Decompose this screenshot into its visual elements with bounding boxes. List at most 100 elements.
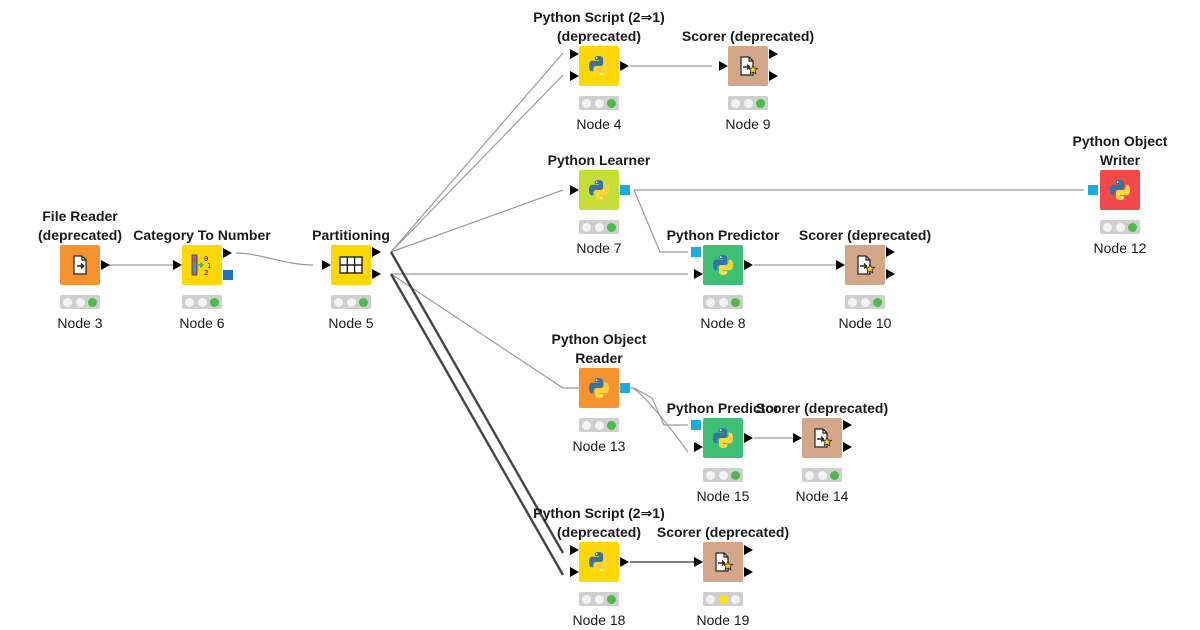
node-title[interactable]: Scorer (deprecated) [678, 27, 818, 46]
data-output-port[interactable] [843, 442, 852, 452]
node-label[interactable]: Node 12 [1093, 240, 1147, 256]
node-body[interactable] [60, 245, 110, 285]
node-connection[interactable] [390, 52, 564, 253]
node-body[interactable] [793, 418, 852, 458]
data-input-port[interactable] [793, 433, 802, 443]
node-connection[interactable] [633, 387, 688, 426]
data-output-port[interactable] [744, 545, 753, 555]
scorer-icon[interactable] [802, 418, 842, 458]
data-output-port[interactable] [886, 269, 895, 279]
node-connection[interactable] [235, 252, 314, 266]
node-label[interactable]: Node 5 [328, 315, 374, 331]
model-output-port[interactable] [223, 270, 233, 280]
node-title[interactable]: File Reader(deprecated) [10, 207, 150, 245]
data-input-port[interactable] [322, 260, 331, 270]
node-body[interactable] [836, 245, 895, 285]
node-label[interactable]: Node 13 [572, 438, 626, 454]
node-body[interactable] [570, 542, 629, 582]
object-output-port[interactable] [620, 383, 630, 393]
data-output-port[interactable] [372, 269, 381, 279]
data-output-port[interactable] [101, 260, 110, 270]
node-label[interactable]: Node 8 [700, 315, 746, 331]
node-body[interactable] [322, 245, 381, 285]
node-title[interactable]: Python Script (2⇒1)(deprecated) [529, 504, 669, 542]
partitioning-icon[interactable] [331, 245, 371, 285]
file-reader-icon[interactable] [60, 245, 100, 285]
data-input-port[interactable] [836, 260, 845, 270]
node-connection[interactable] [390, 273, 689, 453]
node-title[interactable]: Scorer (deprecated) [795, 226, 935, 245]
workflow-node[interactable]: Python Script (2⇒1)(deprecated)Node 18 [529, 505, 669, 628]
node-label[interactable]: Node 10 [838, 315, 892, 331]
workflow-node[interactable]: Scorer (deprecated) Node 10 [795, 227, 935, 331]
workflow-node[interactable]: File Reader(deprecated) Node 3 [10, 208, 150, 331]
python-icon[interactable] [579, 542, 619, 582]
data-output-port[interactable] [744, 567, 753, 577]
node-label[interactable]: Node 19 [696, 612, 750, 628]
node-body[interactable] [719, 46, 778, 86]
python-icon[interactable] [1100, 170, 1140, 210]
python-icon[interactable] [579, 46, 619, 86]
data-output-port[interactable] [372, 247, 381, 257]
data-output-port[interactable] [843, 420, 852, 430]
node-title[interactable]: Python Learner [529, 151, 669, 170]
data-output-port[interactable] [620, 557, 629, 567]
node-label[interactable]: Node 15 [696, 488, 750, 504]
node-connection[interactable] [633, 189, 688, 253]
data-input-port[interactable] [694, 442, 703, 452]
node-title[interactable]: Scorer (deprecated) [752, 399, 892, 418]
scorer-icon[interactable] [703, 542, 743, 582]
data-output-port[interactable] [886, 247, 895, 257]
data-input-port[interactable] [570, 185, 579, 195]
node-label[interactable]: Node 7 [576, 240, 622, 256]
data-output-port[interactable] [769, 71, 778, 81]
data-input-port[interactable] [570, 49, 579, 59]
data-input-port[interactable] [694, 557, 703, 567]
object-output-port[interactable] [620, 185, 630, 195]
node-label[interactable]: Node 4 [576, 116, 622, 132]
data-input-port[interactable] [570, 545, 579, 555]
node-title[interactable]: Category To Number [132, 226, 272, 245]
workflow-node[interactable]: Scorer (deprecated) Node 14 [752, 400, 892, 504]
node-title[interactable]: Python Predictor [653, 399, 793, 418]
node-body[interactable] [570, 170, 630, 210]
data-input-port[interactable] [570, 71, 579, 81]
node-body[interactable] [691, 245, 753, 285]
data-output-port[interactable] [744, 260, 753, 270]
node-label[interactable]: Node 14 [795, 488, 849, 504]
data-output-port[interactable] [769, 49, 778, 59]
data-output-port[interactable] [223, 248, 232, 258]
workflow-node[interactable]: Python Script (2⇒1)(deprecated) Node 4 [529, 9, 669, 132]
object-input-port[interactable] [691, 247, 701, 257]
node-label[interactable]: Node 3 [57, 315, 103, 331]
data-input-port[interactable] [719, 61, 728, 71]
node-body[interactable] [691, 418, 753, 458]
node-connection[interactable] [389, 251, 565, 554]
node-title[interactable]: Scorer (deprecated) [653, 523, 793, 542]
scorer-icon[interactable] [728, 46, 768, 86]
scorer-icon[interactable] [845, 245, 885, 285]
node-title[interactable]: Partitioning [281, 226, 421, 245]
node-body[interactable] [1088, 170, 1140, 210]
object-input-port[interactable] [691, 420, 701, 430]
node-body[interactable] [694, 542, 753, 582]
data-input-port[interactable] [570, 567, 579, 577]
node-connection[interactable] [389, 273, 565, 576]
python-icon[interactable] [579, 170, 619, 210]
node-title[interactable]: Python Script (2⇒1)(deprecated) [529, 8, 669, 46]
data-output-port[interactable] [744, 433, 753, 443]
python-icon[interactable] [703, 245, 743, 285]
object-input-port[interactable] [1088, 185, 1098, 195]
python-icon[interactable] [579, 368, 619, 408]
workflow-node[interactable]: Scorer (deprecated) Node 19 [653, 524, 793, 628]
